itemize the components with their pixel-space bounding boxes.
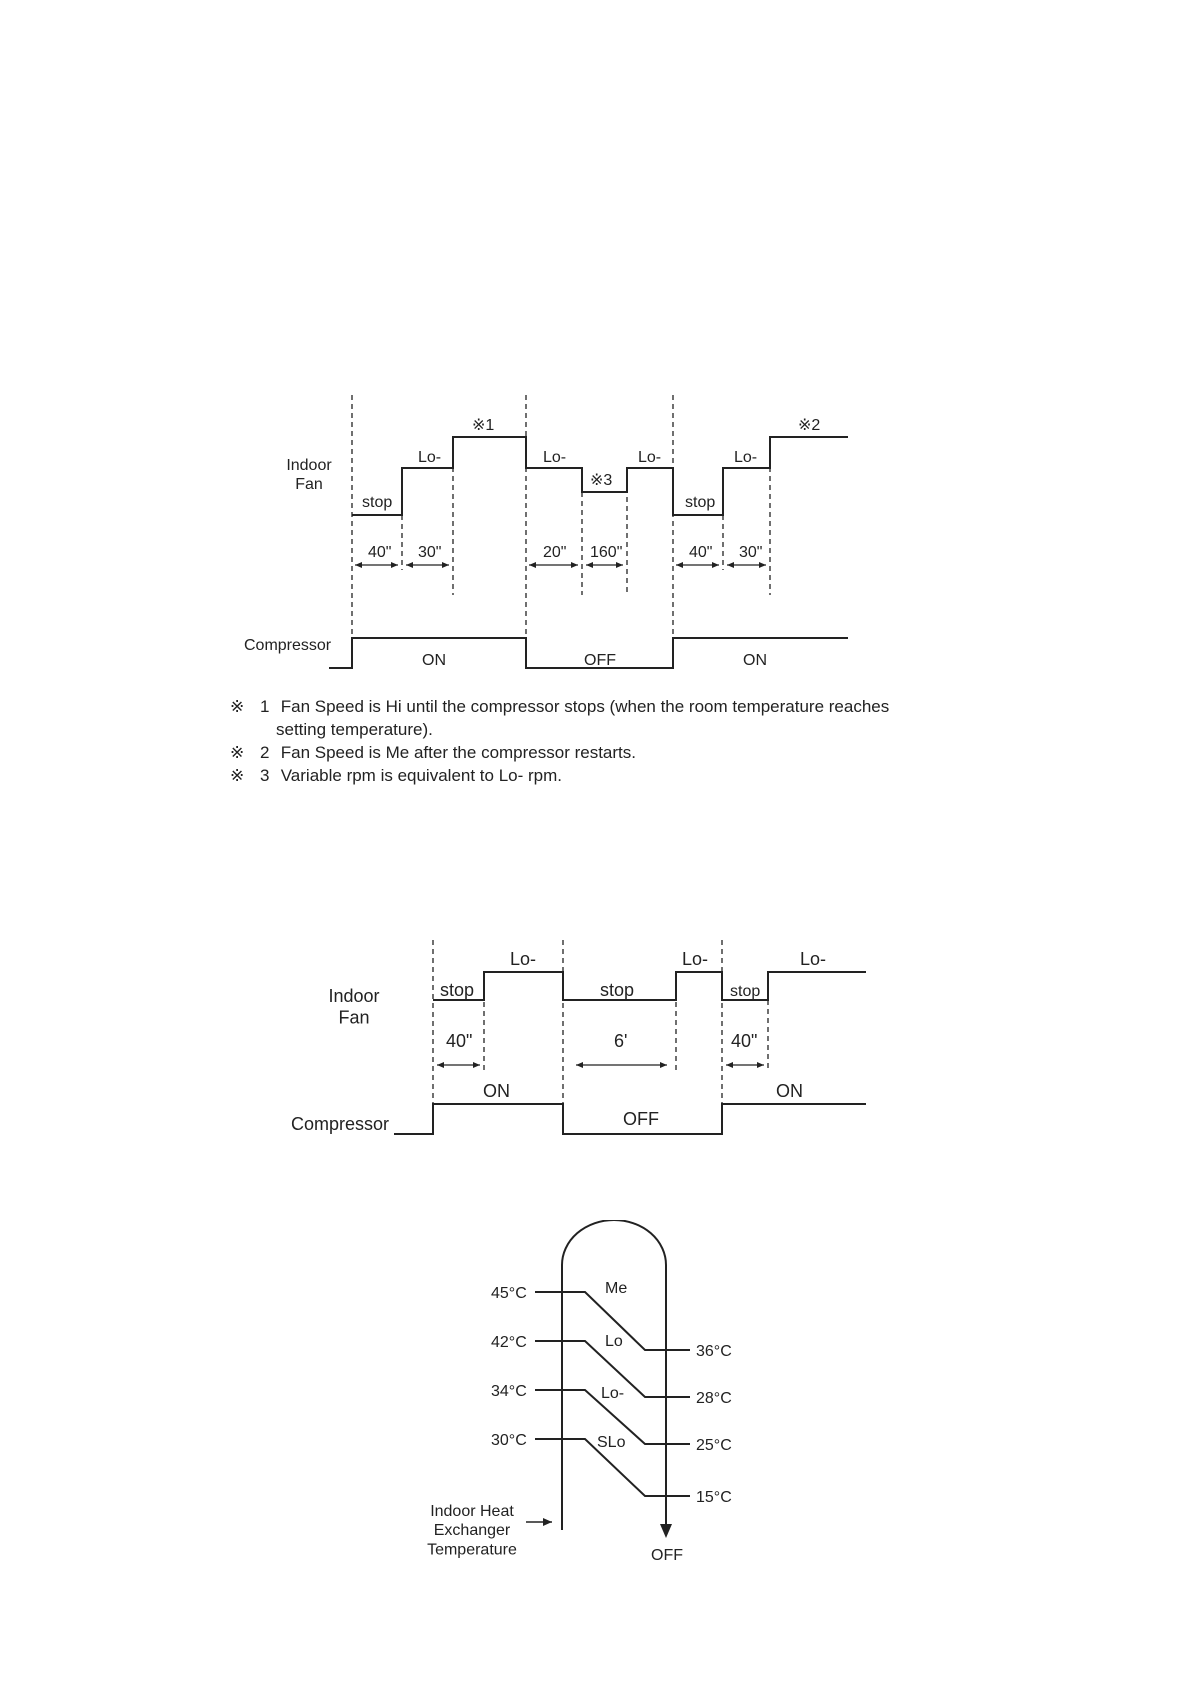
left-temp-45: 45°C [491, 1285, 527, 1302]
right-temp-28: 28°C [696, 1390, 732, 1407]
fan2-lo-a: Lo- [510, 949, 536, 969]
footnote-2: ※ 2 Fan Speed is Me after the compressor… [230, 743, 636, 762]
right-temp-25: 25°C [696, 1437, 732, 1454]
duration-40-b: 40" [689, 544, 712, 561]
compressor2-off: OFF [623, 1109, 659, 1129]
compressor-label-2: Compressor [291, 1114, 389, 1134]
compressor-on-a: ON [422, 652, 446, 669]
fan-lo-label-a: Lo- [418, 449, 441, 466]
left-temp-42: 42°C [491, 1334, 527, 1351]
compressor-label-1: Compressor [244, 637, 332, 654]
fan-lo-label-d: Lo- [734, 449, 757, 466]
fan-lo-label-c: Lo- [638, 449, 661, 466]
fan2-stop-a: stop [440, 980, 474, 1000]
duration2-40-a: 40" [446, 1031, 472, 1051]
note-mark-1: ※1 [472, 417, 494, 434]
duration-160: 160" [590, 544, 622, 561]
compressor2-on-a: ON [483, 1081, 510, 1101]
duration-40-a: 40" [368, 544, 391, 561]
right-temp-36: 36°C [696, 1343, 732, 1360]
note-mark-3: ※3 [590, 472, 612, 489]
fan-stop-label-b: stop [685, 494, 715, 511]
duration2-6: 6' [614, 1031, 627, 1051]
footnote-3: ※ 3 Variable rpm is equivalent to Lo- rp… [230, 766, 562, 785]
dashed-guides-2 [432, 940, 769, 1105]
footnotes: ※ 1 Fan Speed is Hi until the compressor… [230, 695, 990, 787]
footnote-1: ※ 1 Fan Speed is Hi until the compressor… [230, 697, 890, 739]
off-arrow-icon [660, 1524, 672, 1538]
compressor-waveform-2 [394, 1103, 866, 1135]
fan-waveform [352, 436, 848, 516]
compressor-waveform [329, 637, 848, 669]
speed-slo: SLo [597, 1434, 626, 1451]
speed-me: Me [605, 1280, 627, 1297]
left-temp-34: 34°C [491, 1383, 527, 1400]
duration-20: 20" [543, 544, 566, 561]
speed-lo: Lo [605, 1333, 623, 1350]
fan2-lo-c: Lo- [800, 949, 826, 969]
compressor-on-b: ON [743, 652, 767, 669]
dashed-guides [351, 395, 771, 668]
speed-lo-minus: Lo- [601, 1385, 624, 1402]
fan-stop-label-a: stop [362, 494, 392, 511]
fan2-lo-b: Lo- [682, 949, 708, 969]
fan-waveform-2 [433, 971, 866, 1001]
compressor2-on-b: ON [776, 1081, 803, 1101]
compressor-off: OFF [584, 652, 616, 669]
fan-lo-label-b: Lo- [543, 449, 566, 466]
fan-speed-temperature-diagram: 45°C 42°C 34°C 30°C 36°C 28°C 25°C 15°C … [427, 1220, 732, 1564]
off-label: OFF [651, 1547, 683, 1564]
duration2-40-b: 40" [731, 1031, 757, 1051]
left-temp-30: 30°C [491, 1432, 527, 1449]
duration-30-b: 30" [739, 544, 762, 561]
fan2-stop-b: stop [600, 980, 634, 1000]
duration-30-a: 30" [418, 544, 441, 561]
right-temp-15: 15°C [696, 1489, 732, 1506]
fan2-stop-c: stop [730, 983, 760, 1000]
note-mark-2: ※2 [798, 417, 820, 434]
hysteresis-frame [561, 1220, 667, 1530]
threshold-lines [535, 1291, 690, 1497]
